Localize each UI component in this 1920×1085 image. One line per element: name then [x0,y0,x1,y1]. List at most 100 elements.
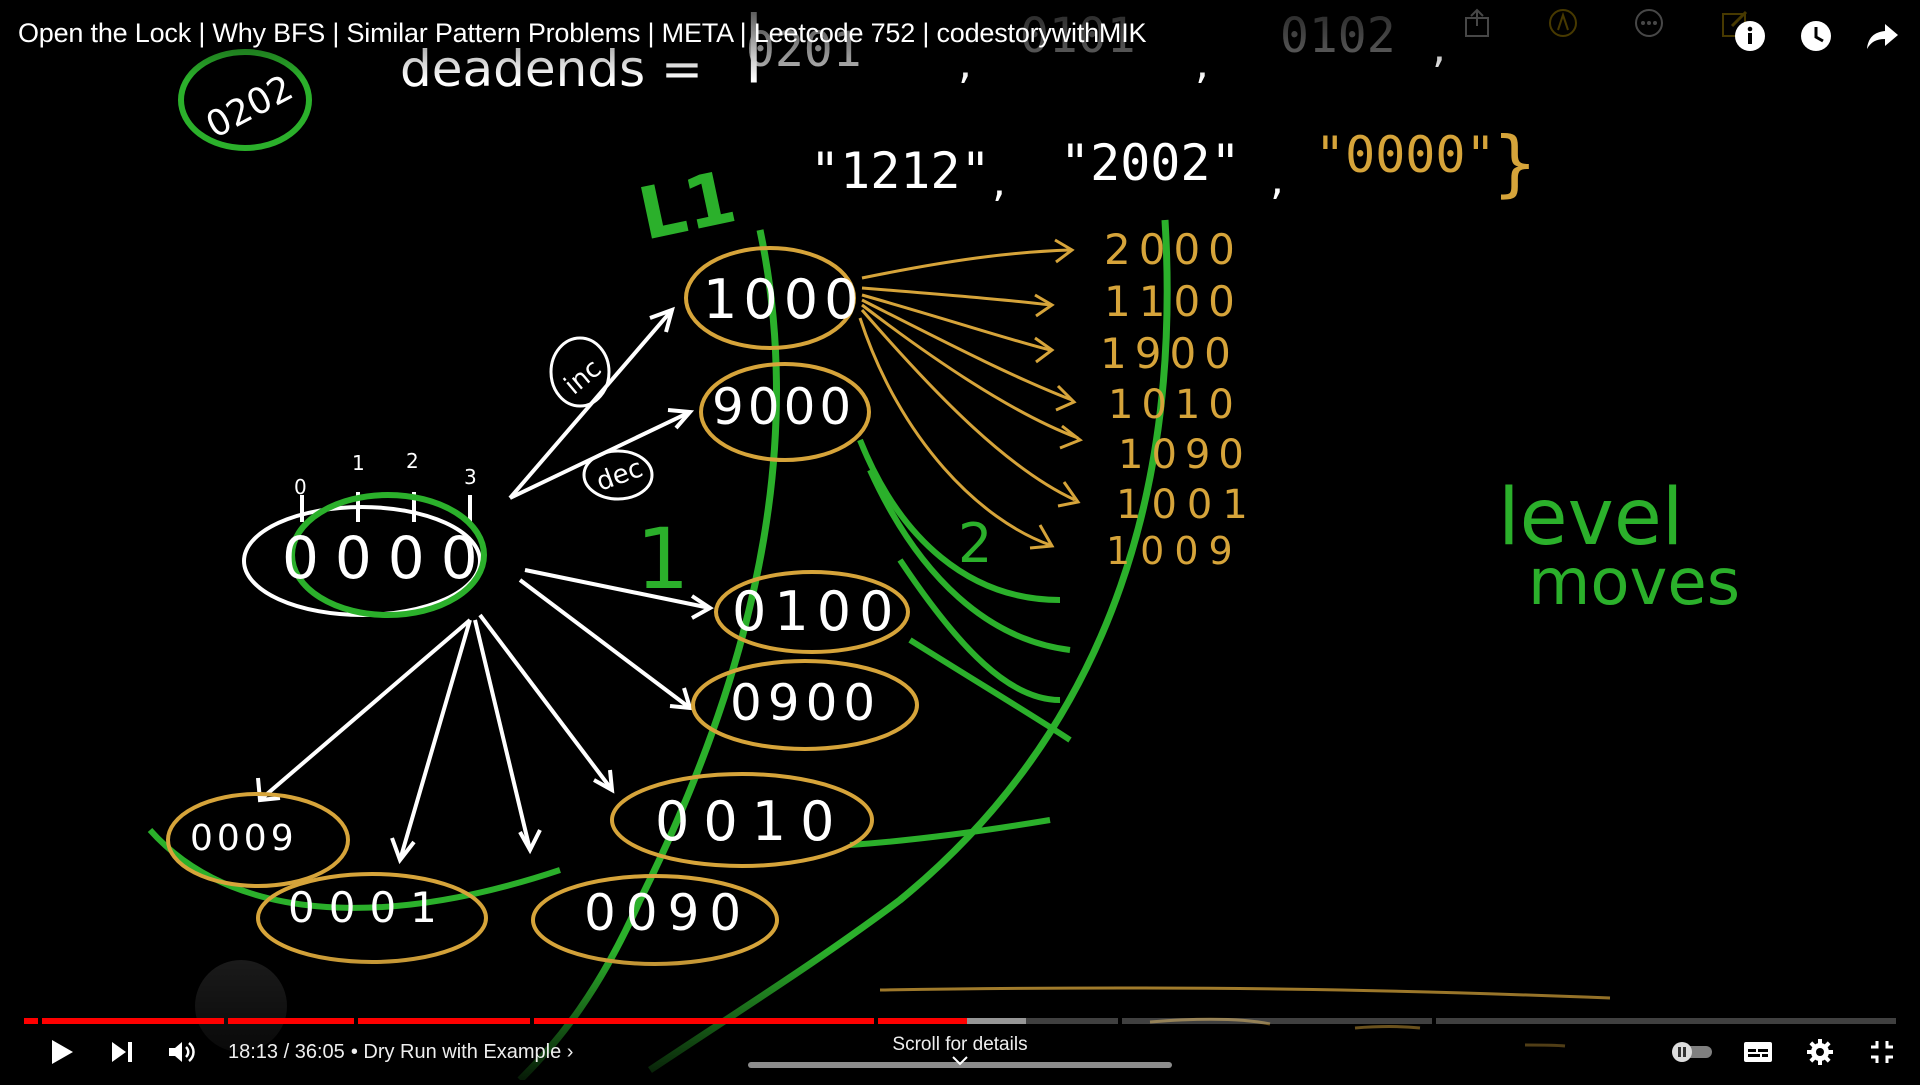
autoplay-toggle[interactable] [1666,1030,1718,1074]
share-arrow-icon [1867,24,1898,49]
level-sweep-curve [648,219,1171,1073]
index-label: 1 [352,451,365,475]
right-controls [1666,1030,1904,1074]
comma: , [1270,154,1284,205]
captions-button[interactable] [1736,1030,1780,1074]
child-node: 0001 [288,883,451,932]
green-arrow [897,558,1061,703]
captions-icon [1744,1042,1772,1062]
child-node: 1000 [703,268,864,331]
child-node: 0009 [190,818,298,859]
pen-circle-icon [1546,6,1580,40]
chapter-name: Dry Run with Example [363,1040,562,1063]
settings-button[interactable] [1798,1030,1842,1074]
left-controls: 18:13 / 36:05 • Dry Run with Example › [40,1030,573,1074]
grandchild-node: 1009 [1106,529,1243,573]
grandchild-node: 1090 [1118,432,1252,478]
played-fill [42,1018,224,1024]
scroll-hint[interactable]: Scroll for details [892,1034,1028,1055]
chapter-segment[interactable] [1436,1018,1896,1024]
played-fill [24,1018,38,1024]
child-node: 0900 [730,674,881,732]
video-title[interactable]: Open the Lock | Why BFS | Similar Patter… [18,18,1147,48]
current-time: 18:13 [228,1040,279,1063]
top-overlay: Open the Lock | Why BFS | Similar Patter… [0,0,1920,80]
share-box-icon [1460,6,1494,40]
chapter-segment[interactable] [358,1018,530,1024]
index-label: 3 [464,465,477,489]
top-right-actions [1730,16,1902,56]
played-fill [358,1018,530,1024]
level-1-mark: 1 [636,510,689,608]
chapter-segment[interactable] [878,1018,1118,1024]
more-circle-icon [1632,6,1666,40]
chapter-bullet: • [350,1040,358,1063]
grandchild-node: 1900 [1100,329,1239,378]
root-node: 0000 [282,524,494,592]
info-button[interactable] [1730,16,1770,56]
chapter-title[interactable]: • Dry Run with Example › [351,1041,574,1064]
volume-icon [169,1042,195,1062]
played-fill [534,1018,874,1024]
chevron-down-icon [952,1056,968,1066]
index-label: 0 [294,475,307,499]
comma: , [992,156,1006,207]
bottom-overlay [0,950,1920,1080]
dec-bubble [582,449,654,501]
gear-icon [1807,1039,1833,1065]
time-display: 18:13 / 36:05 [228,1041,345,1064]
dec-label: dec [593,453,647,497]
root-node-visited-mark [289,492,487,618]
play-button[interactable] [40,1030,84,1074]
deadends-close-brace: } [1492,121,1538,205]
played-fill [228,1018,354,1024]
autoplay-toggle-icon [1672,1042,1712,1062]
watch-later-button[interactable] [1796,16,1836,56]
chapter-segment[interactable] [534,1018,874,1024]
grandchild-node: 1010 [1108,382,1242,428]
volume-button[interactable] [160,1030,204,1074]
green-arrow [857,438,1061,603]
green-arrow [849,817,1051,848]
share-button[interactable] [1862,16,1902,56]
clock-icon [1801,21,1831,51]
level-marker: L1 [632,154,743,256]
next-icon [112,1042,132,1062]
child-node: 0100 [732,580,901,643]
deadend-item: "1212" [810,142,991,200]
grandchild-node: 1100 [1104,277,1243,326]
grandchild-node: 2000 [1104,225,1243,274]
child-node: 9000 [712,378,855,436]
deadend-item: "2002" [1060,134,1241,192]
level-2-mark: 2 [958,512,992,575]
chapter-segment[interactable] [24,1018,38,1024]
chevron-right-icon: › [566,1040,574,1063]
next-button[interactable] [100,1030,144,1074]
green-arrow [147,828,561,911]
inc-bubble [549,336,611,408]
grandchild-node: 1001 [1116,482,1258,528]
fullscreen-button[interactable] [1860,1030,1904,1074]
chapter-segment[interactable] [42,1018,224,1024]
progress-bar[interactable] [24,1018,1896,1024]
play-icon [52,1040,73,1064]
played-fill [878,1018,968,1024]
child-node-outlines [166,246,919,966]
chapter-segment[interactable] [228,1018,354,1024]
note-moves: moves [1528,546,1740,620]
green-arrow [867,468,1071,653]
child-node: 0090 [584,884,751,942]
deadend-item: "0000" [1315,126,1496,184]
green-arrow [908,637,1072,743]
chapter-segment[interactable] [1122,1018,1432,1024]
info-icon [1735,21,1765,51]
note-level: level [1498,473,1683,563]
duration: 36:05 [294,1040,345,1063]
index-label: 2 [406,449,419,473]
time-separator: / [283,1040,290,1063]
child-node: 0010 [655,790,848,853]
faint-annotation-toolbar [1460,6,1752,40]
exit-fullscreen-icon [1871,1041,1893,1063]
